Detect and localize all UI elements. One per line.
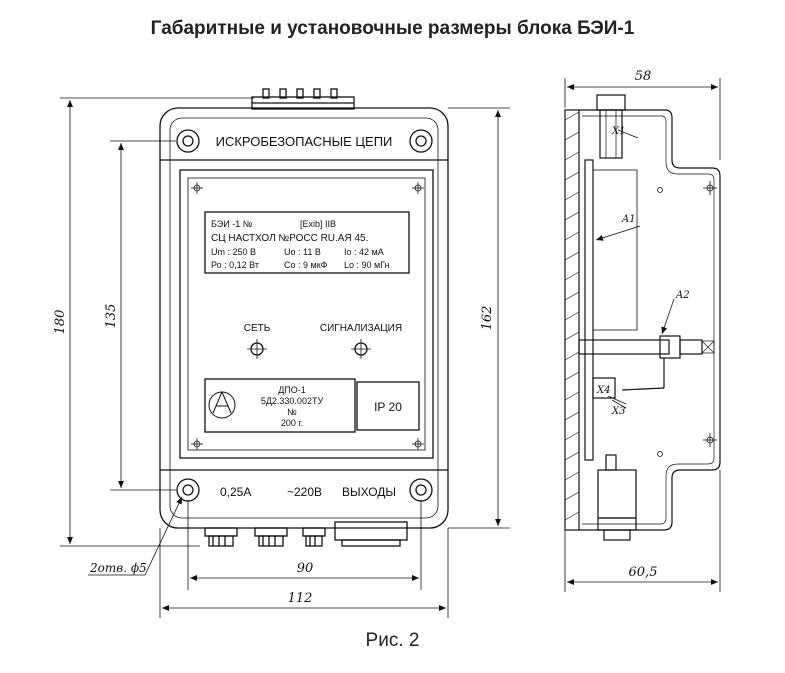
housing-inner-outline <box>169 117 439 519</box>
mount-hole-bottom-left <box>176 478 200 502</box>
signal-led-label: СИГНАЛИЗАЦИЯ <box>320 323 402 334</box>
label-a2: A2 <box>675 290 690 301</box>
output-connector <box>334 521 408 547</box>
maker-plate-line1: ДПО-1 <box>278 385 306 395</box>
housing-outline <box>159 107 449 529</box>
mount-hole-top-left <box>176 129 200 153</box>
cable-gland-3 <box>302 527 326 547</box>
dimension-60-5 <box>564 470 721 592</box>
maker-plate-line4: 200 г. <box>281 418 303 428</box>
side-cover-profile <box>579 109 721 531</box>
dimension-58 <box>564 78 721 160</box>
maker-plate <box>204 378 356 433</box>
connector-x4 <box>592 377 616 399</box>
power-led-label: СЕТЬ <box>244 323 271 334</box>
nameplate-line3-a: Um : 250 В <box>211 247 256 257</box>
board-a1 <box>584 159 594 461</box>
signal-led <box>351 339 371 359</box>
dimension-162-value: 162 <box>480 306 495 331</box>
connector-x1 <box>596 94 626 159</box>
maker-logo <box>208 390 236 419</box>
label-x3: X3 <box>611 406 625 417</box>
dimension-180 <box>60 97 254 547</box>
dimension-180-value: 180 <box>53 310 68 335</box>
cable-gland-2 <box>254 527 288 547</box>
mount-hole-bottom-right <box>409 478 433 502</box>
maker-plate-line3: № <box>287 407 297 417</box>
nameplate-line2: СЦ НАСТХОЛ №РОСС RU.АЯ 45. <box>211 233 368 244</box>
holes-leader <box>88 496 183 576</box>
holes-note: 2отв. ϕ5 <box>89 561 147 575</box>
led-a2-assembly <box>578 335 715 391</box>
cable-gland-1 <box>204 527 238 547</box>
dimension-112-value: 112 <box>288 591 313 606</box>
outputs-label: ВЫХОДЫ <box>342 485 396 499</box>
top-label: ИСКРОБЕЗОПАСНЫЕ ЦЕПИ <box>216 134 393 149</box>
maker-plate-line2: 5Д2.330.002ТУ <box>261 396 324 406</box>
label-x1: X1 <box>611 126 625 137</box>
label-a1: A1 <box>621 214 636 225</box>
nameplate-line4-a: Ро : 0,12 Вт <box>211 260 259 270</box>
nameplate-line1-left: БЭИ -1 № <box>211 219 253 229</box>
nameplate-line3-c: Io : 42 мА <box>344 247 384 257</box>
ip-label: IP 20 <box>374 400 402 414</box>
top-terminal-block <box>251 88 355 110</box>
label-x4: X4 <box>596 385 610 396</box>
dimension-90 <box>187 500 422 590</box>
nameplate-line3-b: Uo : 11 В <box>284 247 321 257</box>
voltage-label: ~220В <box>287 485 322 499</box>
nameplate-line1-right: [Exib] IIB <box>300 219 336 229</box>
figure-caption: Рис. 2 <box>365 630 420 651</box>
nameplate-line4-c: Lo : 90 мГн <box>344 260 390 270</box>
dimension-60-5-value: 60,5 <box>629 565 658 580</box>
ip-plate <box>356 381 420 431</box>
dimension-162 <box>448 107 510 529</box>
fuse-label: 0,25А <box>220 485 251 499</box>
side-view <box>564 78 721 592</box>
front-view <box>60 88 510 618</box>
bottom-terminal <box>597 454 637 541</box>
nameplate-line4-b: Со : 9 мкФ <box>284 260 328 270</box>
power-led <box>247 339 267 359</box>
page-title: Габаритные и установочные размеры блока … <box>150 18 635 39</box>
mount-hole-top-right <box>409 129 433 153</box>
dimension-135 <box>110 140 176 491</box>
nameplate <box>204 211 410 274</box>
front-panel <box>179 169 434 459</box>
dimension-90-value: 90 <box>297 561 314 576</box>
dimension-135-value: 135 <box>104 304 119 329</box>
dimension-58-value: 58 <box>635 69 652 84</box>
